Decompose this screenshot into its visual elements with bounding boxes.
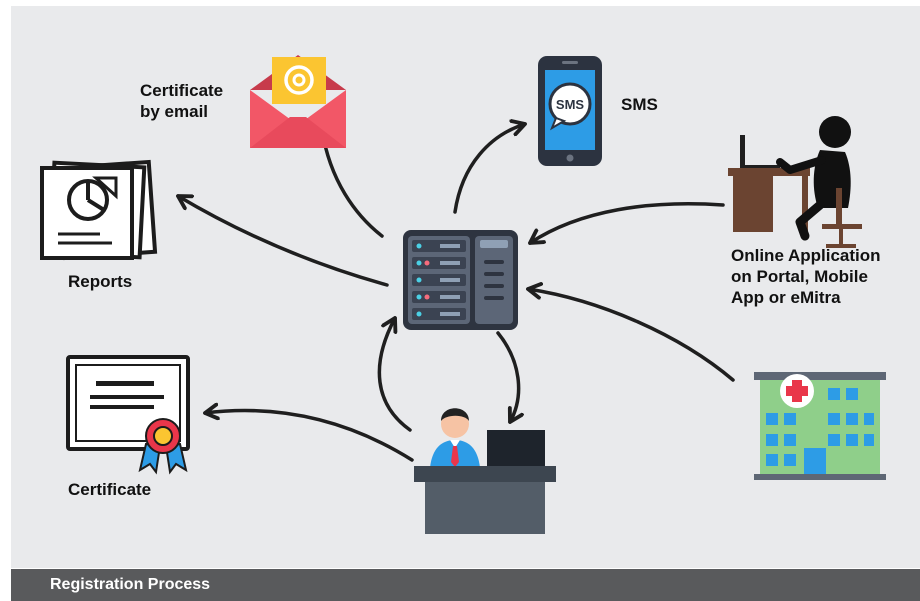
hospital-icon	[754, 372, 886, 480]
svg-text:SMS: SMS	[556, 97, 585, 112]
label-sms: SMS	[621, 95, 658, 114]
label-online-application: Online Application on Portal, Mobile App…	[731, 246, 881, 307]
smartphone-sms-icon: SMS	[538, 56, 602, 166]
arrow-server-to-reports	[178, 196, 389, 287]
arrow-registrar-to-server	[377, 318, 412, 432]
figure-caption: Registration Process	[50, 576, 211, 593]
report-documents-icon	[40, 159, 158, 261]
label-certificate-by-email: Certificate by email	[140, 81, 224, 121]
label-certificate: Certificate	[68, 480, 152, 499]
arrow-registrar-to-certificate	[205, 410, 414, 462]
arrow-online-to-server	[530, 202, 725, 243]
person-at-computer-icon	[728, 116, 862, 248]
certificate-icon	[66, 355, 190, 475]
arrow-server-to-sms	[453, 124, 525, 214]
arrow-hospital-to-server	[528, 289, 735, 382]
server-rack-icon	[403, 230, 518, 330]
caption-bar	[11, 569, 920, 601]
label-reports: Reports	[68, 272, 133, 291]
registrar-at-desk-icon	[414, 408, 556, 534]
arrow-server-to-registrar	[496, 331, 519, 422]
envelope-at-icon	[250, 55, 346, 148]
